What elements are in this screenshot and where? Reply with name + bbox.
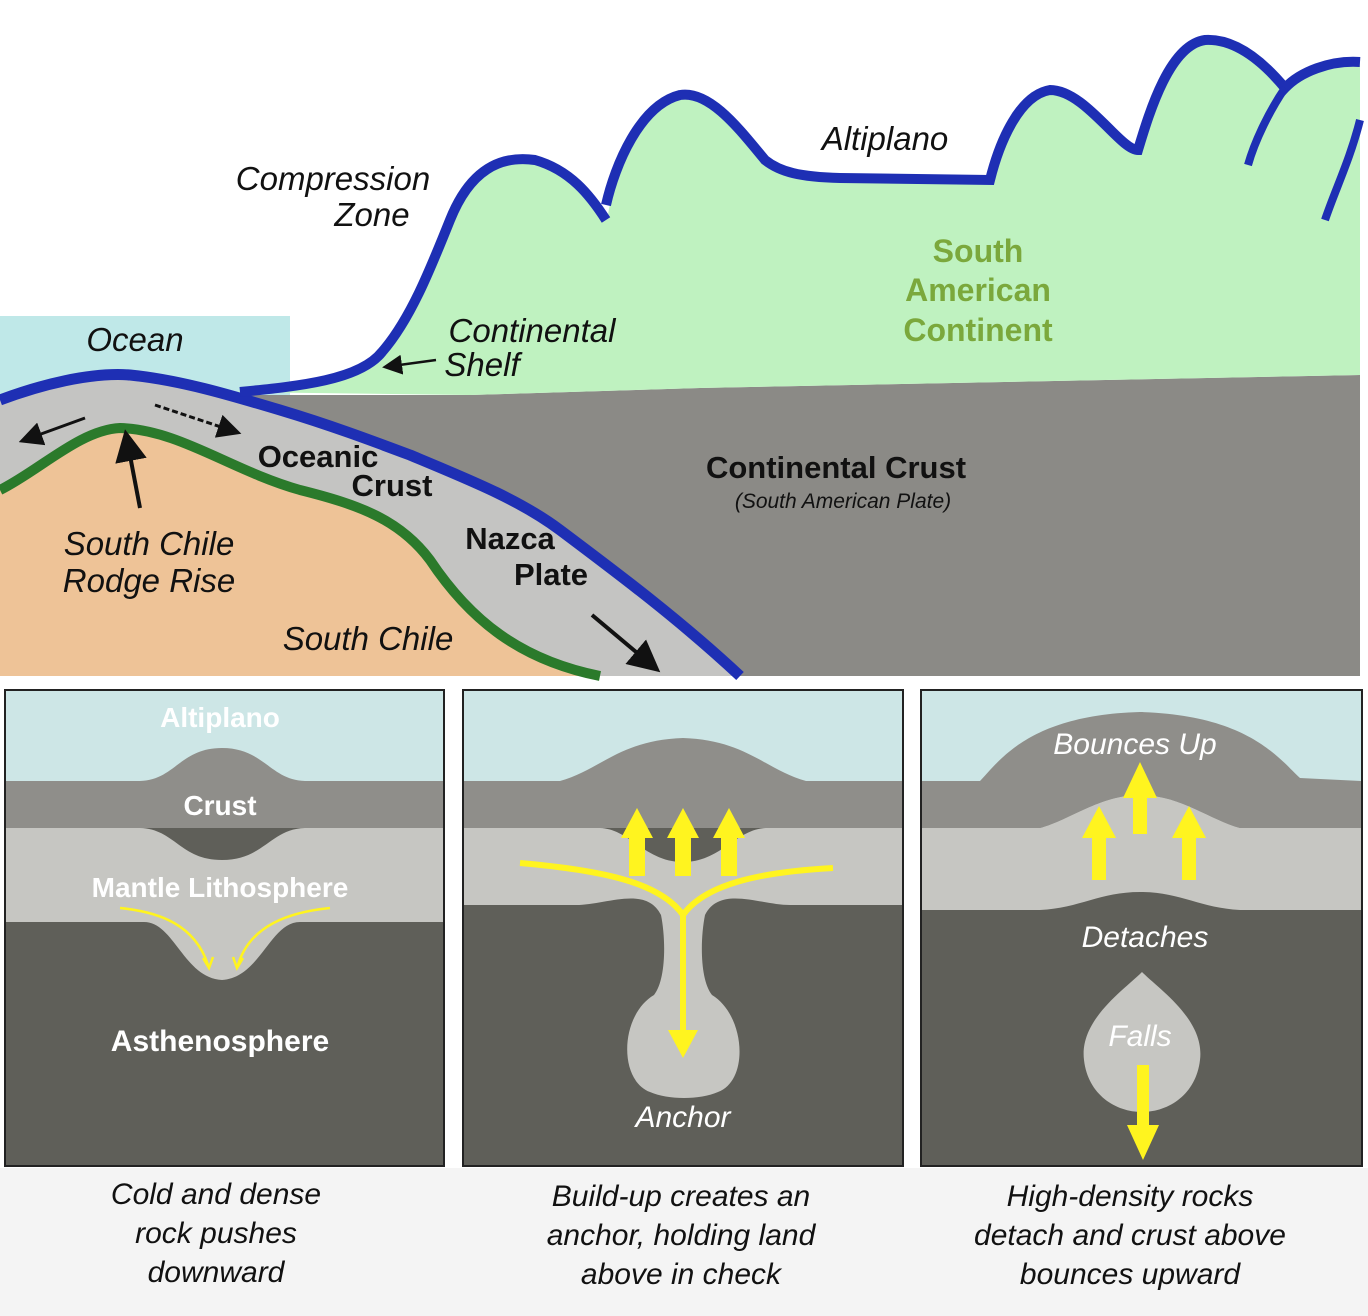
south-american-plate-label: (South American Plate) [735, 490, 951, 513]
panel-2-crust [464, 738, 902, 828]
panel-3-up-arrow-1 [1082, 806, 1116, 880]
continental-crust-label: Continental Crust [706, 450, 966, 485]
panel-1-crust-label: Crust [183, 790, 256, 821]
mountain-fold-line [1244, 85, 1289, 167]
south-chile-label: South Chile [283, 620, 454, 657]
nazca-plate-label-1: Nazca [465, 521, 555, 556]
shelf-pointer-arrow [382, 354, 437, 375]
panel-2-flow-left [519, 860, 686, 1050]
subduction-arrow [590, 613, 661, 673]
compression-zone-label-2: Zone [333, 196, 409, 233]
ridge-rise-arrow [115, 429, 147, 509]
panel-2-up-arrow-1 [621, 808, 653, 876]
oceanic-crust-label-1: Oceanic [258, 439, 379, 474]
panel-3-up-arrow-3 [1172, 806, 1206, 880]
panel-3-bounces-up-label: Bounces Up [1053, 728, 1216, 761]
south-american-continent-label-2: American [905, 272, 1051, 308]
panel-1: Altiplano Crust Mantle Lithosphere Asthe… [4, 689, 445, 1289]
panel-1-asthenosphere-label: Asthenosphere [111, 1025, 329, 1058]
oceanic-crust-band [0, 374, 740, 676]
nazca-plate-label-2: Plate [514, 557, 588, 592]
panel-2-up-arrows [621, 808, 745, 876]
panel-3-down-arrow [1127, 1065, 1159, 1160]
seafloor-boundary [0, 369, 744, 681]
panel-1-flow-arrow-right [236, 906, 331, 966]
panel-2-flow-right [680, 865, 834, 917]
ridge-rise-label-1: South Chile [64, 525, 235, 562]
panel-3-mantle [922, 795, 1361, 910]
mountain-ridge-line [601, 34, 1361, 207]
top-cross-section: Compression Zone Altiplano Ocean Contine… [0, 34, 1364, 681]
panel-3-up-arrow-2 [1123, 762, 1157, 834]
south-american-continent-label-3: Continent [903, 312, 1053, 348]
panel-2-caption-line-3: above in check [581, 1258, 783, 1291]
panel-1-mantle [6, 828, 443, 980]
panel-3-caption-line-1: High-density rocks [1007, 1180, 1254, 1213]
panel-1-flow-arrowhead-right [231, 956, 245, 971]
south-american-land [236, 39, 1360, 396]
panel-3-caption-line-2: detach and crust above [974, 1219, 1286, 1252]
panel-1-caption-line-1: Cold and dense [111, 1178, 321, 1211]
panel-3-caption-line-3: bounces upward [1020, 1258, 1241, 1291]
panel-3-detaches-label: Detaches [1082, 921, 1209, 954]
ocean-label: Ocean [86, 321, 183, 358]
mantle-wedge [0, 428, 600, 676]
mountain-fold-line-2 [1321, 119, 1364, 222]
panel-1-caption-line-2: rock pushes [135, 1217, 297, 1250]
panel-1-flow-arrowhead-left [201, 956, 215, 971]
panel-2: Anchor Build-up creates an anchor, holdi… [462, 689, 904, 1291]
oceanic-crust-label-2: Crust [352, 468, 433, 503]
altiplano-label: Altiplano [820, 120, 949, 157]
panel-2-up-arrow-2 [667, 808, 699, 876]
spreading-arrow-left [18, 416, 86, 446]
caption-band [0, 1168, 1368, 1316]
panel-3-falling-drop [1083, 972, 1201, 1112]
continental-shelf-label-2: Shelf [444, 346, 523, 383]
panel-2-down-arrowhead [668, 1030, 698, 1058]
panel-3-up-arrows [1082, 762, 1206, 880]
spreading-arrow-right [154, 403, 242, 438]
panel-1-mantle-label: Mantle Lithosphere [92, 872, 349, 903]
south-american-continent-label-1: South [933, 233, 1024, 269]
panel-1-crust [6, 748, 443, 828]
panel-2-anchor-label: Anchor [633, 1101, 731, 1134]
panel-3: Bounces Up Detaches Falls High-density r… [920, 689, 1363, 1291]
coastline-boundary [239, 154, 611, 397]
continental-shelf-label-1: Continental [449, 312, 618, 349]
panel-1-flow-arrow-left [119, 906, 210, 966]
ridge-rise-label-2: Rodge Rise [63, 562, 235, 599]
panel-3-falls-label: Falls [1108, 1020, 1171, 1053]
panel-1-caption-line-3: downward [148, 1256, 286, 1289]
panel-2-caption-line-2: anchor, holding land [547, 1219, 817, 1252]
continental-crust-body [230, 375, 1360, 676]
compression-zone-label-1: Compression [236, 160, 430, 197]
panel-2-caption-line-1: Build-up creates an [552, 1180, 811, 1213]
mantle-boundary [0, 422, 601, 681]
panel-2-up-arrow-3 [713, 808, 745, 876]
panel-1-altiplano-label: Altiplano [160, 702, 280, 733]
